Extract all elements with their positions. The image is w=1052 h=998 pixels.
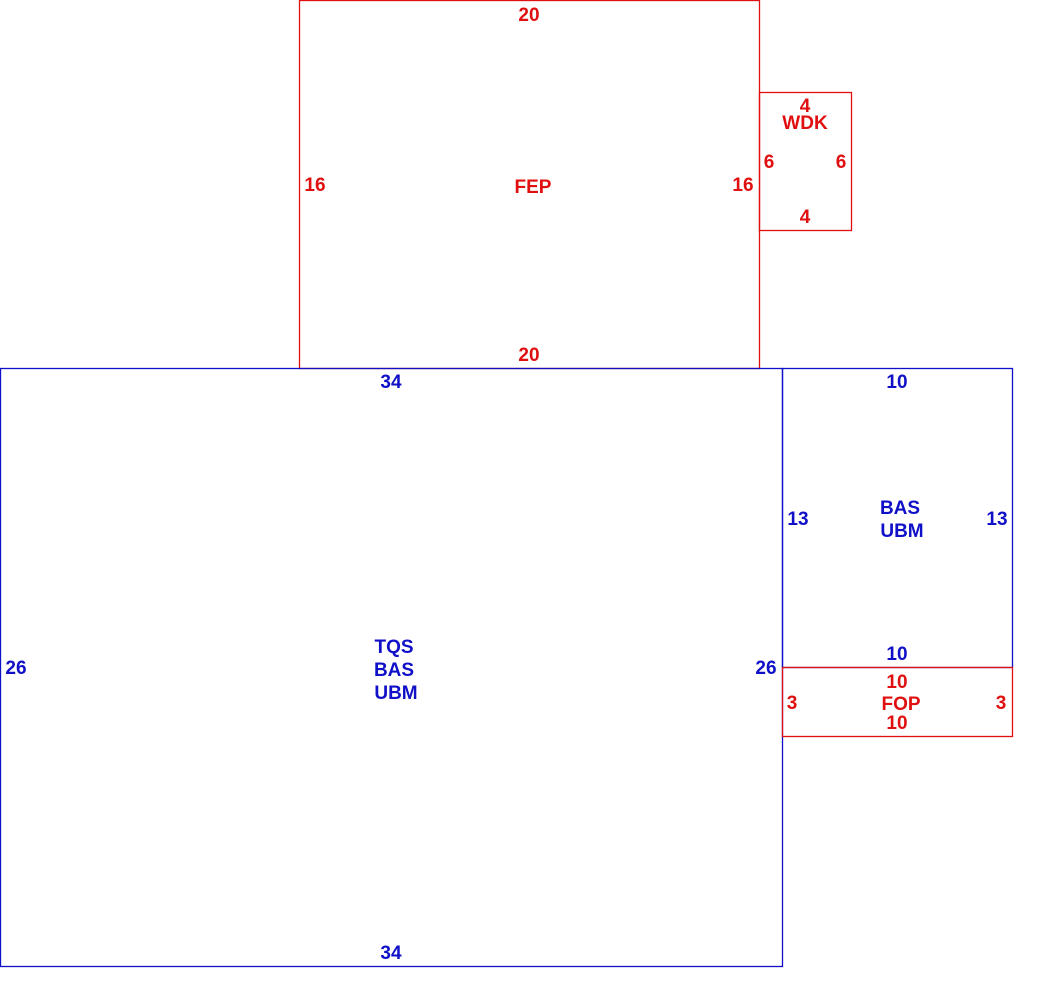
bas-left-dimension: 13 <box>787 509 808 530</box>
bas-bottom-dimension: 10 <box>886 644 907 665</box>
fop-left-dimension: 3 <box>787 693 798 714</box>
fop-label: FOP <box>881 694 920 715</box>
fep-bottom-dimension: 20 <box>518 345 539 366</box>
main-right-dimension: 26 <box>755 658 776 679</box>
main-bottom-dimension: 34 <box>380 943 402 964</box>
area-bas: 10 10 13 13 BAS UBM <box>781 367 1014 669</box>
main-top-dimension: 34 <box>380 372 402 393</box>
area-fep: 20 20 16 16 FEP <box>298 0 761 370</box>
bas-label-line-1: BAS <box>880 498 920 519</box>
wdk-left-dimension: 6 <box>764 152 775 173</box>
bas-label-line-2: UBM <box>880 521 923 542</box>
fop-right-dimension: 3 <box>996 693 1007 714</box>
main-label-line-3: UBM <box>374 683 417 704</box>
main-label-line-1: TQS <box>374 637 413 658</box>
wdk-bottom-dimension: 4 <box>800 207 811 228</box>
fep-top-dimension: 20 <box>518 5 539 26</box>
area-main: 34 34 26 26 TQS BAS UBM <box>0 367 784 968</box>
area-fop: 10 FOP 10 3 3 <box>781 666 1014 738</box>
main-label-line-2: BAS <box>374 660 414 681</box>
wdk-label: WDK <box>782 113 828 134</box>
fep-left-dimension: 16 <box>304 175 325 196</box>
wdk-right-dimension: 6 <box>836 152 847 173</box>
fop-top-dimension: 10 <box>886 672 907 693</box>
wdk-outline <box>758 91 853 232</box>
fop-outline <box>781 666 1014 738</box>
fep-right-dimension: 16 <box>732 175 753 196</box>
bas-top-dimension: 10 <box>886 372 907 393</box>
fep-label: FEP <box>515 177 552 198</box>
main-left-dimension: 26 <box>5 658 26 679</box>
wdk-top-dimension: 4 <box>800 96 811 117</box>
bas-right-dimension: 13 <box>986 509 1007 530</box>
fop-bottom-dimension: 10 <box>886 713 907 734</box>
area-wdk: 4 WDK 6 6 4 <box>758 91 853 232</box>
